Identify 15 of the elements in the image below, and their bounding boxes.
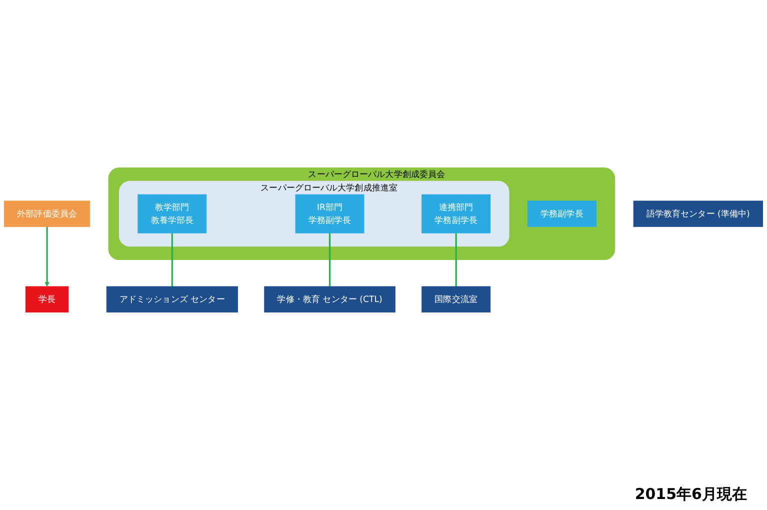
node-box: IR部門 学務副学長 [295,194,364,234]
node-box: 学長 [25,286,69,312]
connector [328,233,331,287]
node-box: アドミッションズ センター [106,286,238,312]
node-box: 連携部門 学務副学長 [422,194,491,234]
node-box: 国際交流室 [422,286,491,312]
date-note: 2015年6月現在 [634,485,747,504]
connector [455,233,457,287]
node-box: 外部評価委員会 [4,200,90,227]
connector [171,233,173,287]
node-box: 学修・教育 センター (CTL) [264,286,396,312]
arrow [44,226,50,287]
node-box: 学務副学長 [527,200,596,227]
node-box: 教学部門 教養学部長 [138,194,207,234]
node-box: 語学教育センター (準備中) [633,200,763,227]
